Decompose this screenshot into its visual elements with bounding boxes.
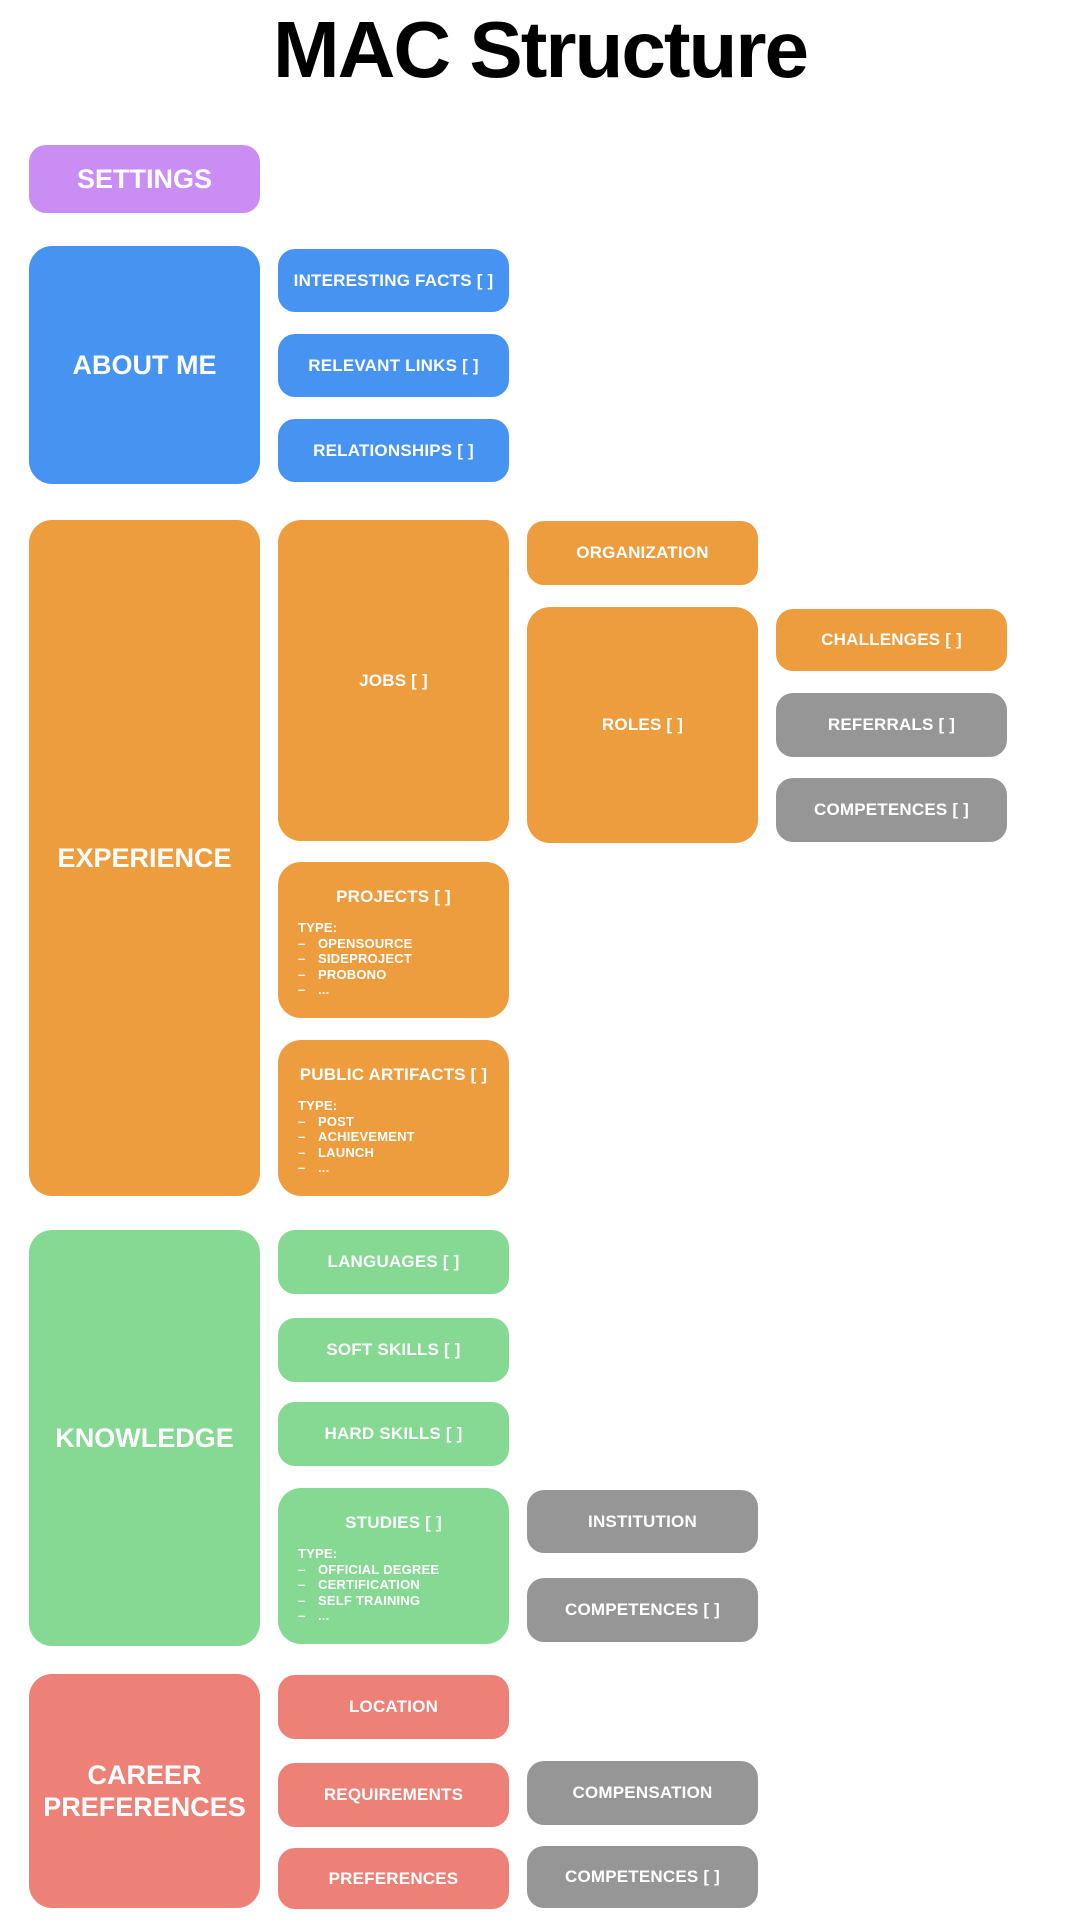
career-competences-block[interactable]: COMPETENCES [ ] xyxy=(527,1846,758,1908)
interesting-facts-block[interactable]: INTERESTING FACTS [ ] xyxy=(278,249,509,312)
institution-block[interactable]: INSTITUTION xyxy=(527,1490,758,1553)
roles-block[interactable]: ROLES [ ] xyxy=(527,607,758,843)
bullet-dash: – xyxy=(298,1577,306,1592)
bullet-dash: – xyxy=(298,1129,306,1144)
type-list-item-text: POST xyxy=(318,1113,355,1129)
studies-type-list: TYPE: –OFFICIAL DEGREE–CERTIFICATION–SEL… xyxy=(298,1546,499,1624)
requirements-block[interactable]: REQUIREMENTS xyxy=(278,1763,509,1827)
knowledge-label: KNOWLEDGE xyxy=(55,1422,234,1453)
relevant-links-block[interactable]: RELEVANT LINKS [ ] xyxy=(278,334,509,397)
type-list-item: –SIDEPROJECT xyxy=(298,951,499,967)
projects-block[interactable]: PROJECTS [ ] TYPE: –OPENSOURCE–SIDEPROJE… xyxy=(278,862,509,1018)
bullet-dash: – xyxy=(298,1113,306,1129)
bullet-dash: – xyxy=(298,1144,306,1160)
relationships-block[interactable]: RELATIONSHIPS [ ] xyxy=(278,419,509,482)
studies-competences-label: COMPETENCES [ ] xyxy=(564,1600,721,1619)
hard-skills-block[interactable]: HARD SKILLS [ ] xyxy=(278,1402,509,1466)
preferences-block[interactable]: PREFERENCES xyxy=(278,1848,509,1909)
soft-skills-block[interactable]: SOFT SKILLS [ ] xyxy=(278,1318,509,1382)
bullet-dash: – xyxy=(298,951,306,966)
referrals-block[interactable]: REFERRALS [ ] xyxy=(776,693,1007,757)
bullet-dash: – xyxy=(298,1592,306,1608)
roles-competences-label: COMPETENCES [ ] xyxy=(813,800,970,819)
settings-label: SETTINGS xyxy=(76,163,212,194)
hard-skills-label: HARD SKILLS [ ] xyxy=(324,1424,463,1443)
bullet-dash: – xyxy=(298,1608,306,1623)
interesting-facts-label: INTERESTING FACTS [ ] xyxy=(293,270,494,290)
public-artifacts-type-list: TYPE: –POST–ACHIEVEMENT–LAUNCH–... xyxy=(298,1098,499,1176)
type-list-item: –POST xyxy=(298,1114,499,1130)
experience-label: EXPERIENCE xyxy=(57,842,232,873)
type-list-item-text: ... xyxy=(318,1160,330,1175)
type-list-item: –SELF TRAINING xyxy=(298,1593,499,1609)
type-list-item-text: LAUNCH xyxy=(318,1144,375,1160)
about-me-block[interactable]: ABOUT ME xyxy=(29,246,260,484)
location-block[interactable]: LOCATION xyxy=(278,1675,509,1739)
bullet-dash: – xyxy=(298,935,306,951)
type-list-item-text: SELF TRAINING xyxy=(318,1592,421,1608)
type-list-item: –OFFICIAL DEGREE xyxy=(298,1562,499,1578)
studies-competences-block[interactable]: COMPETENCES [ ] xyxy=(527,1578,758,1642)
jobs-label: JOBS [ ] xyxy=(359,670,428,690)
soft-skills-label: SOFT SKILLS [ ] xyxy=(326,1340,461,1359)
requirements-label: REQUIREMENTS xyxy=(323,1785,464,1804)
institution-label: INSTITUTION xyxy=(588,1511,697,1531)
relevant-links-label: RELEVANT LINKS [ ] xyxy=(308,355,479,375)
type-list-item: –... xyxy=(298,1608,499,1624)
type-list-item-text: PROBONO xyxy=(318,966,387,982)
type-list-item-text: OFFICIAL DEGREE xyxy=(318,1561,440,1577)
type-list-item: –PROBONO xyxy=(298,967,499,983)
bullet-dash: – xyxy=(298,966,306,982)
compensation-block[interactable]: COMPENSATION xyxy=(527,1761,758,1825)
type-heading: TYPE: xyxy=(298,920,338,935)
career-preferences-block[interactable]: CAREER PREFERENCES xyxy=(29,1674,260,1908)
studies-block[interactable]: STUDIES [ ] TYPE: –OFFICIAL DEGREE–CERTI… xyxy=(278,1488,509,1644)
relationships-label: RELATIONSHIPS [ ] xyxy=(313,440,474,460)
public-artifacts-block[interactable]: PUBLIC ARTIFACTS [ ] TYPE: –POST–ACHIEVE… xyxy=(278,1040,509,1196)
projects-type-list: TYPE: –OPENSOURCE–SIDEPROJECT–PROBONO–..… xyxy=(298,920,499,998)
challenges-block[interactable]: CHALLENGES [ ] xyxy=(776,609,1007,671)
languages-block[interactable]: LANGUAGES [ ] xyxy=(278,1230,509,1294)
roles-competences-block[interactable]: COMPETENCES [ ] xyxy=(776,778,1007,842)
type-list-item-text: CERTIFICATION xyxy=(318,1577,421,1592)
type-list-item-text: SIDEPROJECT xyxy=(318,951,412,966)
organization-label: ORGANIZATION xyxy=(576,543,709,562)
career-competences-label: COMPETENCES [ ] xyxy=(564,1867,721,1886)
type-list-item: –ACHIEVEMENT xyxy=(298,1129,499,1145)
compensation-label: COMPENSATION xyxy=(572,1783,713,1802)
location-label: LOCATION xyxy=(348,1697,439,1716)
referrals-label: REFERRALS [ ] xyxy=(827,715,956,734)
jobs-block[interactable]: JOBS [ ] xyxy=(278,520,509,841)
languages-label: LANGUAGES [ ] xyxy=(327,1252,460,1271)
about-me-label: ABOUT ME xyxy=(72,349,217,380)
type-list-item: –... xyxy=(298,1160,499,1176)
organization-block[interactable]: ORGANIZATION xyxy=(527,521,758,585)
knowledge-block[interactable]: KNOWLEDGE xyxy=(29,1230,260,1646)
studies-label: STUDIES [ ] xyxy=(345,1513,442,1532)
type-list-item-text: ... xyxy=(318,982,330,997)
type-list-item: –... xyxy=(298,982,499,998)
type-list-item-text: ... xyxy=(318,1608,330,1623)
settings-block[interactable]: SETTINGS xyxy=(29,145,260,213)
type-heading: TYPE: xyxy=(298,1098,338,1113)
public-artifacts-label: PUBLIC ARTIFACTS [ ] xyxy=(299,1065,488,1084)
type-list-item: –CERTIFICATION xyxy=(298,1577,499,1593)
type-list-item-text: ACHIEVEMENT xyxy=(318,1129,415,1144)
page-title: MAC Structure xyxy=(272,5,809,94)
experience-block[interactable]: EXPERIENCE xyxy=(29,520,260,1196)
roles-label: ROLES [ ] xyxy=(601,715,684,734)
projects-label: PROJECTS [ ] xyxy=(336,887,451,906)
bullet-dash: – xyxy=(298,1561,306,1577)
type-list-item-text: OPENSOURCE xyxy=(318,935,413,951)
bullet-dash: – xyxy=(298,982,306,997)
preferences-label: PREFERENCES xyxy=(328,1868,459,1888)
career-preferences-label: CAREER PREFERENCES xyxy=(43,1759,246,1822)
type-list-item: –LAUNCH xyxy=(298,1145,499,1161)
type-list-item: –OPENSOURCE xyxy=(298,936,499,952)
bullet-dash: – xyxy=(298,1160,306,1175)
type-heading: TYPE: xyxy=(298,1546,338,1561)
challenges-label: CHALLENGES [ ] xyxy=(821,630,962,649)
